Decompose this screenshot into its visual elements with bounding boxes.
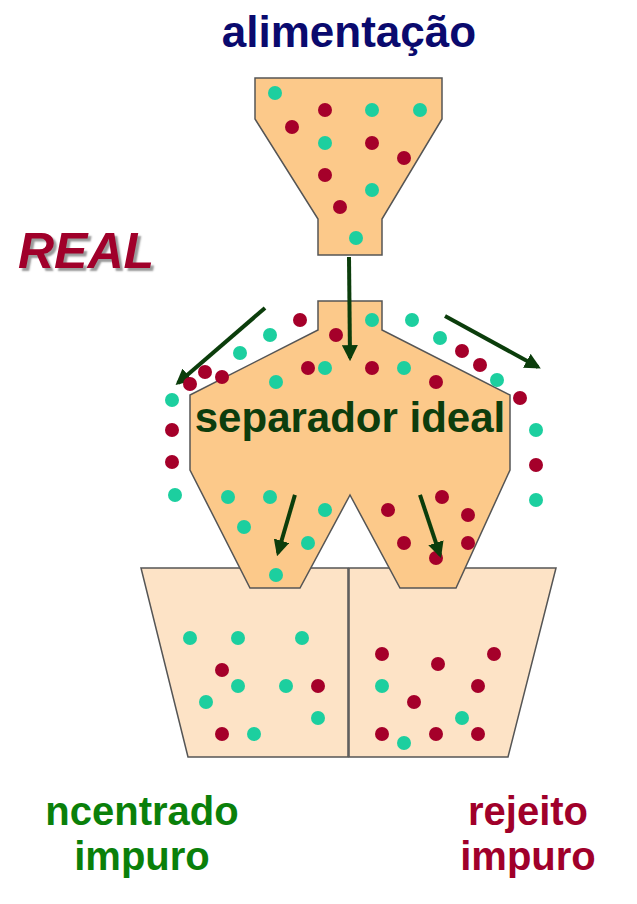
flow-arrow — [278, 495, 295, 553]
particle-dot — [183, 631, 197, 645]
particle-dot — [199, 695, 213, 709]
particle-dot — [529, 423, 543, 437]
bypass-arrow — [445, 316, 538, 367]
flow-arrow — [349, 257, 350, 358]
node-text: separador ideal — [188, 394, 512, 441]
particle-dot — [365, 136, 379, 150]
particle-dot — [183, 377, 197, 391]
particle-dot — [365, 361, 379, 375]
particle-dot — [397, 361, 411, 375]
particle-dot — [365, 313, 379, 327]
particle-dot — [349, 231, 363, 245]
particle-dot — [413, 103, 427, 117]
particle-dot — [473, 358, 487, 372]
particle-dot — [433, 331, 447, 345]
particle-dot — [431, 657, 445, 671]
particle-dot — [529, 458, 543, 472]
particle-dot — [375, 727, 389, 741]
particle-dot — [365, 103, 379, 117]
flow-arrow — [420, 495, 440, 555]
particle-dot — [318, 503, 332, 517]
shape-outline — [254, 77, 444, 257]
particle-dot — [435, 490, 449, 504]
node-text: ncentrado impuro — [2, 789, 282, 879]
particle-dot — [311, 711, 325, 725]
particle-dot — [165, 393, 179, 407]
node-text: alimentação — [174, 7, 524, 56]
particle-dot — [215, 370, 229, 384]
particle-dot — [215, 727, 229, 741]
particle-dot — [429, 375, 443, 389]
particle-dot — [263, 328, 277, 342]
concentrate-bin: ncentrado impuro — [140, 567, 349, 758]
mode-label: REAL — [18, 222, 154, 280]
particle-dot — [247, 727, 261, 741]
particle-dot — [429, 727, 443, 741]
particle-dot — [231, 679, 245, 693]
particle-dot — [198, 365, 212, 379]
particle-dot — [529, 493, 543, 507]
particle-dot — [490, 373, 504, 387]
particle-dot — [407, 695, 421, 709]
particle-dot — [301, 536, 315, 550]
particle-dot — [365, 183, 379, 197]
shape-fill — [255, 78, 442, 255]
particle-dot — [285, 120, 299, 134]
particle-dot — [397, 736, 411, 750]
particle-dot — [233, 346, 247, 360]
node-text: rejeito impuro — [428, 789, 628, 879]
particle-dot — [295, 631, 309, 645]
particle-dot — [165, 423, 179, 437]
particle-dot — [168, 488, 182, 502]
particle-dot — [397, 151, 411, 165]
shape-fill — [349, 568, 556, 757]
particle-dot — [269, 375, 283, 389]
particle-dot — [215, 663, 229, 677]
particle-dot — [318, 168, 332, 182]
particle-dot — [318, 136, 332, 150]
particle-dot — [268, 86, 282, 100]
particle-dot — [329, 328, 343, 342]
particle-dot — [375, 679, 389, 693]
particle-dot — [487, 647, 501, 661]
particle-dot — [455, 711, 469, 725]
particle-dot — [293, 313, 307, 327]
particle-dot — [263, 490, 277, 504]
particle-dot — [397, 536, 411, 550]
particle-dot — [301, 361, 315, 375]
particle-dot — [318, 103, 332, 117]
particle-dot — [318, 361, 332, 375]
particle-dot — [311, 679, 325, 693]
feed-hopper: alimentação — [254, 77, 444, 257]
particle-dot — [471, 679, 485, 693]
particle-dot — [165, 455, 179, 469]
particle-dot — [405, 313, 419, 327]
particle-dot — [333, 200, 347, 214]
particle-dot — [237, 520, 251, 534]
particle-dot — [269, 568, 283, 582]
particle-dot — [461, 536, 475, 550]
particle-dot — [221, 490, 235, 504]
particle-dot — [381, 503, 395, 517]
particle-dot — [513, 391, 527, 405]
shape-fill — [141, 568, 348, 757]
particle-dot — [375, 647, 389, 661]
shape-outline — [140, 567, 349, 758]
particle-dot — [455, 344, 469, 358]
bypass-arrow — [178, 308, 265, 383]
particle-dot — [279, 679, 293, 693]
particle-dot — [471, 727, 485, 741]
particle-dot — [461, 508, 475, 522]
particle-dot — [231, 631, 245, 645]
